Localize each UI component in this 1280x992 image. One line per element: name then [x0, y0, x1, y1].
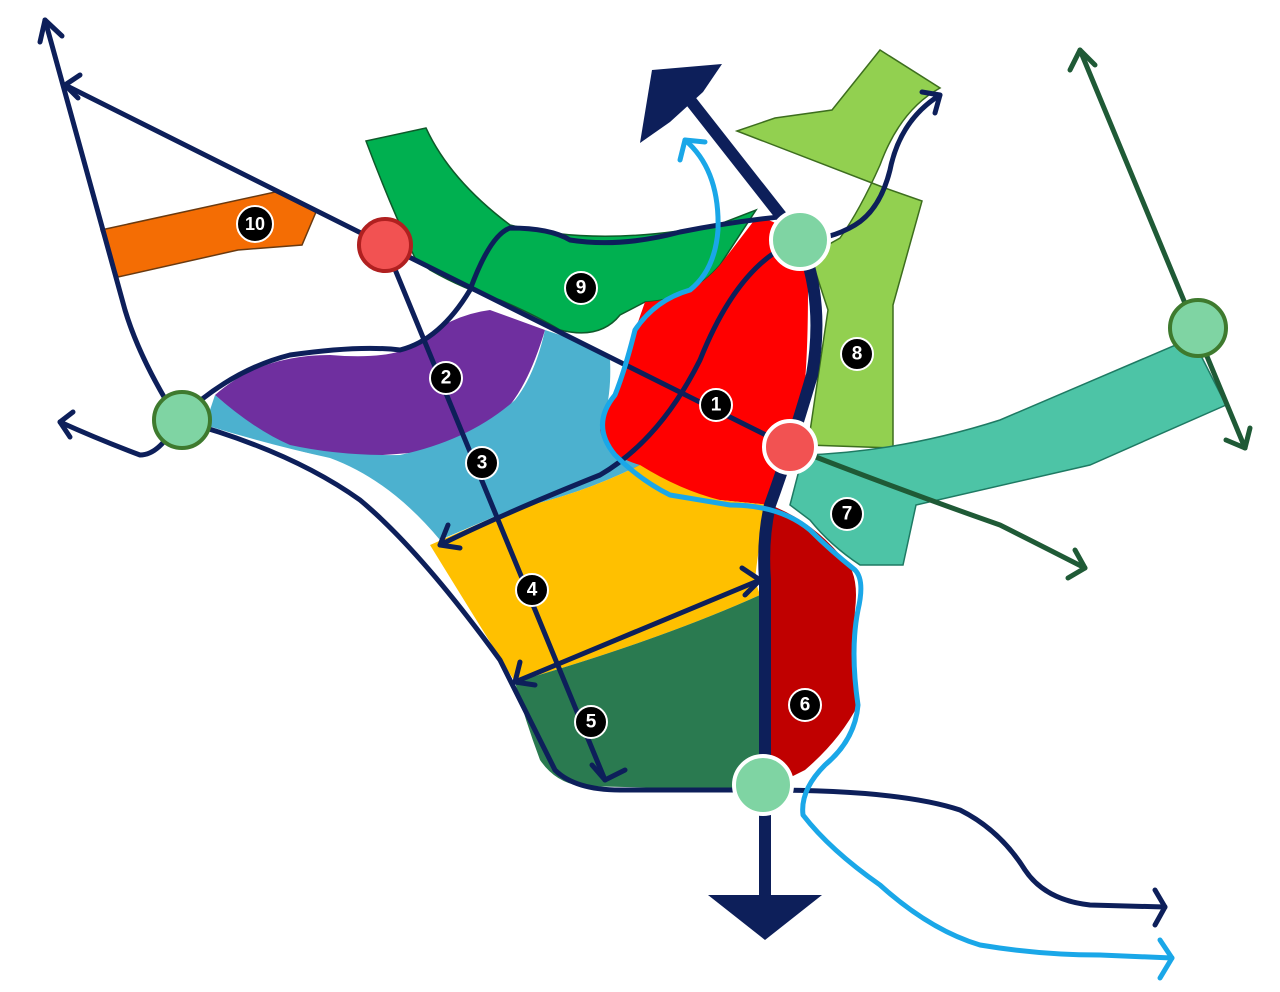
- zone-3-badge: 3: [465, 446, 499, 480]
- node-green-north[interactable]: [769, 209, 831, 271]
- road-diagonal-inner[interactable]: [437, 237, 803, 548]
- zone-6-label: 6: [800, 695, 811, 716]
- road-north-east[interactable]: [797, 92, 943, 243]
- zone-8-badge: 8: [840, 337, 874, 371]
- road-north-east-head: [919, 89, 943, 116]
- zone-3-area[interactable]: [205, 330, 640, 540]
- zone-9-badge: 9: [564, 271, 598, 305]
- river-line[interactable]: [600, 137, 1175, 961]
- zone-5-area[interactable]: [515, 595, 760, 790]
- node-green-west[interactable]: [152, 390, 212, 450]
- zone-3-label: 3: [477, 453, 488, 474]
- node-red-east[interactable]: [762, 419, 818, 475]
- road-south-ring[interactable]: [175, 417, 763, 793]
- nodes: [152, 209, 1228, 816]
- zone-10-badge: 10: [236, 205, 274, 243]
- zone-8-label: 8: [852, 344, 863, 365]
- road-arrow-west-head: [57, 409, 76, 440]
- zone-7-badge: 7: [830, 497, 864, 531]
- road-diagonal-inner-head: [437, 522, 463, 551]
- green-road-bottom-head: [1223, 425, 1253, 451]
- road-arrow-north-west: [37, 17, 65, 45]
- road-zone4-south-head-w: [512, 659, 538, 688]
- zone-10-area[interactable]: [100, 191, 317, 278]
- node-green-south[interactable]: [732, 754, 794, 816]
- road-zone2-north[interactable]: [175, 212, 803, 423]
- zone-6-area[interactable]: [760, 505, 858, 785]
- zone-4-area[interactable]: [430, 465, 770, 682]
- zone-2-label: 2: [441, 368, 452, 389]
- zone-4-badge: 4: [515, 573, 549, 607]
- zone-5-label: 5: [586, 712, 597, 733]
- green-road-top-head: [1067, 47, 1098, 73]
- road-north-south[interactable]: [382, 242, 608, 783]
- green-road-network: [787, 47, 1253, 581]
- road-west[interactable]: [42, 17, 181, 423]
- zone-4-label: 4: [527, 580, 538, 601]
- zone-9-label: 9: [576, 278, 587, 299]
- zone-5-badge: 5: [574, 705, 608, 739]
- zone-1-label: 1: [711, 395, 722, 416]
- road-south-east-head: [1152, 887, 1168, 928]
- artery-south-arrowhead: [708, 895, 822, 940]
- green-road-vertical[interactable]: [1077, 47, 1248, 451]
- road-zone4-south-head-e: [739, 565, 763, 598]
- road-north-south-head: [589, 762, 628, 783]
- road-south-east[interactable]: [762, 787, 1168, 910]
- green-road-east-head: [1065, 547, 1088, 581]
- zone-1-badge: 1: [699, 388, 733, 422]
- zone-2-badge: 2: [429, 361, 463, 395]
- node-green-east[interactable]: [1168, 298, 1228, 358]
- river-head-south-east: [1157, 937, 1175, 981]
- green-road-east[interactable]: [787, 444, 1088, 571]
- zone-2-area[interactable]: [215, 310, 545, 456]
- artery-north-arrowhead: [640, 64, 722, 143]
- zone-7-label: 7: [842, 504, 853, 525]
- road-zone4-south[interactable]: [512, 577, 763, 685]
- road-arrow-nw: [62, 72, 83, 101]
- river: [600, 137, 1175, 981]
- zone-10-label: 10: [245, 214, 265, 234]
- river-head-north: [677, 137, 708, 163]
- zone-badges: 1 2 3 4 5 6 7 8: [236, 205, 874, 739]
- zone-6-badge: 6: [788, 688, 822, 722]
- node-red-nw[interactable]: [357, 217, 413, 273]
